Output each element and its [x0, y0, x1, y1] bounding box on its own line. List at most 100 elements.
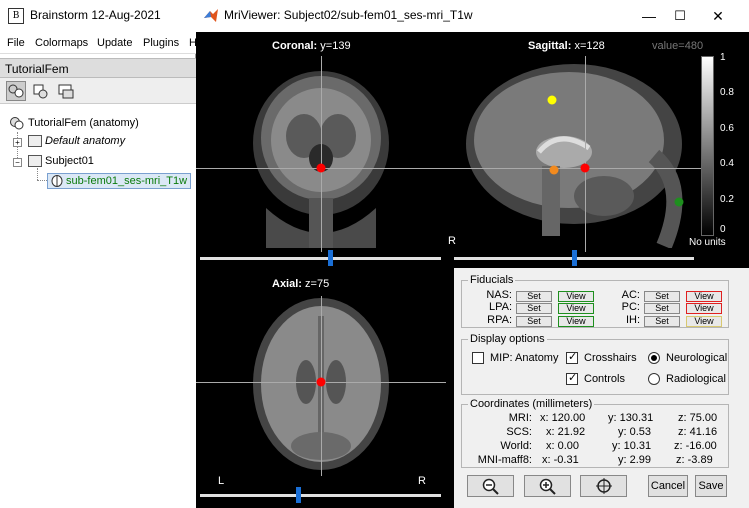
- coord-mri-label: MRI:: [508, 412, 532, 424]
- functional-condition-icon: [58, 84, 74, 99]
- mri-icon: [51, 175, 63, 188]
- coord-scs-label: SCS:: [506, 426, 532, 438]
- tree-line: [37, 168, 38, 180]
- protocol-selector[interactable]: TutorialFem: [0, 58, 196, 78]
- anatomy-view-icon: [8, 84, 24, 98]
- tree-root[interactable]: TutorialFem (anatomy): [9, 116, 139, 130]
- functional-condition-button[interactable]: [56, 81, 76, 101]
- radiological-radio[interactable]: [648, 373, 660, 385]
- coronal-label: Coronal: y=139: [272, 40, 351, 52]
- ih-view-button[interactable]: View: [686, 316, 722, 327]
- tree-expand-default[interactable]: +: [13, 138, 22, 147]
- axial-slider-thumb[interactable]: [296, 487, 301, 503]
- menu-update[interactable]: Update: [97, 37, 133, 49]
- colorbar: [701, 56, 714, 236]
- nas-view-button[interactable]: View: [558, 291, 594, 302]
- colorbar-tick: 1: [720, 52, 726, 63]
- pc-view-button[interactable]: View: [686, 303, 722, 314]
- coronal-slider-thumb[interactable]: [328, 250, 333, 266]
- fiducial-marker-axial: [316, 377, 326, 387]
- anatomy-view-button[interactable]: [6, 81, 26, 101]
- fiducial-marker-nas: [674, 197, 684, 207]
- coord-mni-z: z: -3.89: [676, 454, 713, 466]
- lpa-view-button[interactable]: View: [558, 303, 594, 314]
- colorbar-tick: 0.4: [720, 158, 734, 169]
- explorer-toolbar: [0, 78, 196, 104]
- sagittal-crosshair-v: [585, 56, 586, 252]
- coord-mri-z: z: 75.00: [678, 412, 718, 424]
- menu-plugins[interactable]: Plugins: [143, 37, 180, 49]
- display-options-title: Display options: [468, 333, 547, 345]
- tree-root-label: TutorialFem (anatomy): [28, 116, 139, 129]
- sagittal-coord: x=128: [574, 40, 605, 52]
- maximize-button[interactable]: ☐: [674, 8, 686, 23]
- nas-set-button[interactable]: Set: [516, 291, 552, 302]
- sagittal-slice[interactable]: [454, 56, 694, 248]
- coord-mri-x: x: 120.00: [540, 412, 586, 424]
- tree-collapse-subject[interactable]: −: [13, 158, 22, 167]
- ih-set-button[interactable]: Set: [644, 316, 680, 327]
- lpa-set-button[interactable]: Set: [516, 303, 552, 314]
- fiducial-marker-coronal: [316, 163, 326, 173]
- colorbar-tick: 0: [720, 224, 726, 235]
- coord-mni-y: y: 2.99: [618, 454, 652, 466]
- brainstorm-window: B Brainstorm 12-Aug-2021 File Colormaps …: [0, 0, 197, 508]
- center-crosshair-button[interactable]: [580, 475, 627, 497]
- zoom-out-icon: [482, 478, 499, 495]
- mip-anatomy-checkbox[interactable]: [472, 352, 484, 364]
- brainstorm-titlebar[interactable]: B Brainstorm 12-Aug-2021: [0, 0, 196, 32]
- pc-set-button[interactable]: Set: [644, 303, 680, 314]
- colorbar-tick: 0.6: [720, 123, 734, 134]
- mri-viewer-titlebar[interactable]: MriViewer: Subject02/sub-fem01_ses-mri_T…: [196, 0, 749, 32]
- coord-world-z: z: -16.00: [674, 440, 717, 452]
- crosshairs-checkbox[interactable]: [566, 350, 578, 364]
- tree-default-anatomy[interactable]: Default anatomy: [28, 135, 125, 148]
- axial-side-l: L: [218, 475, 225, 487]
- display-options-panel: Display options MIP: Anatomy Crosshairs …: [461, 333, 729, 395]
- tree-mri-file-label: sub-fem01_ses-mri_T1w: [66, 175, 188, 187]
- zoom-in-button[interactable]: [524, 475, 571, 497]
- fiducial-marker-ih: [547, 95, 557, 105]
- cancel-button[interactable]: Cancel: [648, 475, 688, 497]
- neurological-radio[interactable]: [648, 352, 660, 364]
- fiducials-panel: Fiducials NAS: LPA: RPA: Set View Set Vi…: [461, 274, 729, 328]
- neurological-label: Neurological: [666, 352, 728, 364]
- fid-lpa-label: LPA:: [488, 301, 512, 313]
- fiducial-marker-sagittal: [580, 163, 590, 173]
- coord-mni-x: x: -0.31: [542, 454, 579, 466]
- voxel-value: value=480: [652, 40, 704, 52]
- menubar: File Colormaps Update Plugins H: [0, 32, 197, 54]
- sagittal-slider-thumb[interactable]: [572, 250, 577, 266]
- fid-rpa-label: RPA:: [487, 314, 512, 326]
- axial-slider-track[interactable]: [200, 494, 441, 497]
- fid-ih-label: IH:: [625, 314, 640, 326]
- mip-anatomy-label: MIP: Anatomy: [490, 352, 559, 364]
- save-button[interactable]: Save: [695, 475, 727, 497]
- coord-scs-y: y: 0.53: [618, 426, 652, 438]
- coordinates-panel: Coordinates (millimeters) MRI: x: 120.00…: [461, 398, 729, 468]
- menu-file[interactable]: File: [7, 37, 25, 49]
- tree-mri-file[interactable]: sub-fem01_ses-mri_T1w: [47, 173, 192, 190]
- zoom-in-icon: [539, 478, 556, 495]
- colorbar-tick: 0.8: [720, 87, 734, 98]
- fid-ac-label: AC:: [621, 289, 640, 301]
- coronal-slider-track[interactable]: [200, 257, 441, 260]
- rpa-view-button[interactable]: View: [558, 316, 594, 327]
- ac-set-button[interactable]: Set: [644, 291, 680, 302]
- close-button[interactable]: ✕: [712, 8, 724, 24]
- tree-subject[interactable]: Subject01: [28, 155, 94, 168]
- tree-subject-label: Subject01: [45, 155, 94, 167]
- rpa-set-button[interactable]: Set: [516, 316, 552, 327]
- zoom-out-button[interactable]: [467, 475, 514, 497]
- menu-colormaps[interactable]: Colormaps: [35, 37, 89, 49]
- mri-viewer-title: MriViewer: Subject02/sub-fem01_ses-mri_T…: [224, 8, 473, 22]
- controls-checkbox[interactable]: [566, 371, 578, 385]
- coronal-coord: y=139: [320, 40, 351, 52]
- minimize-button[interactable]: —: [642, 8, 656, 24]
- mri-viewer-content: Coronal: y=139 Sagittal: x=128 value=480: [196, 32, 749, 508]
- ac-view-button[interactable]: View: [686, 291, 722, 302]
- functional-subject-button[interactable]: [30, 81, 50, 101]
- menu-help[interactable]: H: [189, 37, 197, 49]
- fiducials-title: Fiducials: [468, 274, 516, 286]
- coord-scs-x: x: 21.92: [546, 426, 586, 438]
